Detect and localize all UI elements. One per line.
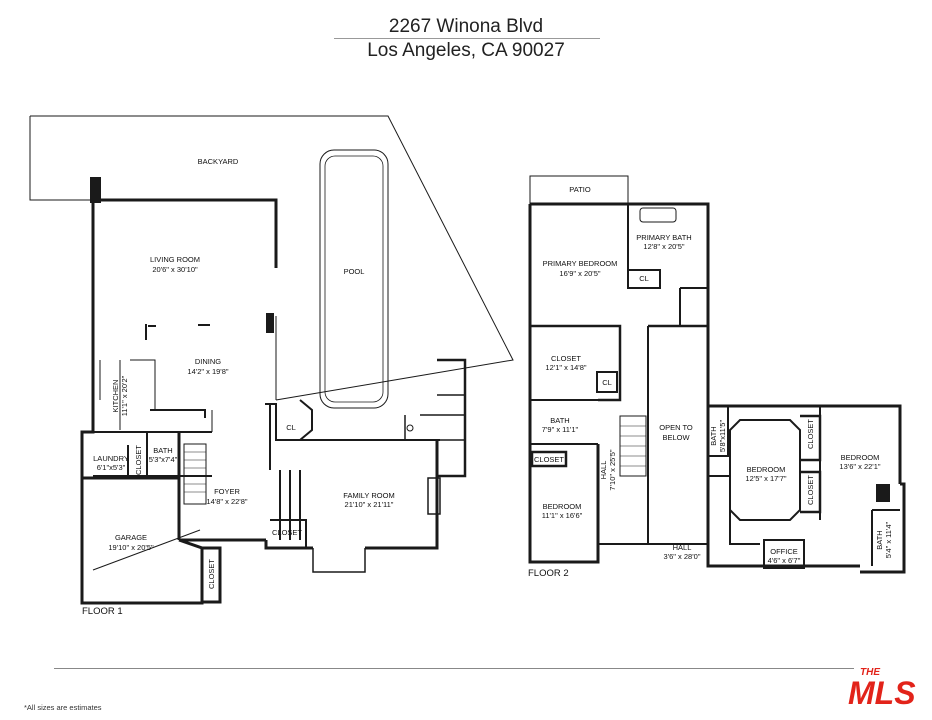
room-office-name: OFFICE <box>770 547 798 556</box>
room-living-dims: 20'6" x 30'10" <box>152 265 198 274</box>
room-cl2b-name: CL <box>602 378 612 387</box>
room-open-below-text: BELOW <box>662 433 690 442</box>
room-primary-bedroom-name: PRIMARY BEDROOM <box>543 259 618 268</box>
room-bath2-name: BATH <box>550 416 569 425</box>
floor2-label: FLOOR 2 <box>528 568 569 579</box>
room-hall2v-dims: 7'10" x 25'5" <box>608 449 617 490</box>
room-bath2b-dims: 5'8"x11'5" <box>718 420 727 453</box>
room-dining-dims: 14'2" x 19'8" <box>187 367 228 376</box>
room-bedroom2a-dims: 11'1" x 16'6" <box>542 511 583 520</box>
room-closet2-name: CLOSET <box>551 354 581 363</box>
address-line2: Los Angeles, CA 90027 <box>367 40 565 61</box>
room-closet2s-name: CLOSET <box>534 455 564 464</box>
room-closet2d-name: CLOSET <box>806 419 815 449</box>
room-dining-name: DINING <box>195 357 221 366</box>
room-bath1-name: BATH <box>153 446 172 455</box>
room-primary-bath-name: PRIMARY BATH <box>636 233 691 242</box>
room-hall2v-name: HALL <box>599 461 608 480</box>
room-cl1-name: CL <box>286 423 296 432</box>
room-bath2b-name: BATH <box>709 426 718 445</box>
room-laundry-dims: 6'1"x5'3" <box>97 463 126 472</box>
logo-mls: MLS <box>848 675 916 708</box>
room-foyer-name: FOYER <box>214 487 240 496</box>
room-garage-name: GARAGE <box>115 533 147 542</box>
room-closet2-dims: 12'1" x 14'8" <box>545 363 586 372</box>
room-foyer-dims: 14'8" x 22'8" <box>206 497 247 506</box>
room-cl2a-name: CL <box>639 274 649 283</box>
estimate-note: *All sizes are estimates <box>24 703 102 712</box>
room-closet2e-name: CLOSET <box>806 475 815 505</box>
room-living-name: LIVING ROOM <box>150 255 200 264</box>
room-backyard-name: BACKYARD <box>198 157 239 166</box>
room-garage-dims: 19'10" x 20'5" <box>108 543 154 552</box>
room-patio-name: PATIO <box>569 185 591 194</box>
room-primary-bedroom-dims: 16'9" x 20'5" <box>559 269 600 278</box>
room-hall2h-dims: 3'6" x 28'0" <box>664 552 701 561</box>
room-family-dims: 21'10" x 21'11" <box>345 500 394 509</box>
room-bath2c-dims: 5'4" x 11'4" <box>884 521 893 558</box>
room-hall2h-name: HALL <box>673 543 692 552</box>
room-bedroom2c-name: BEDROOM <box>841 453 880 462</box>
room-office-dims: 4'6" x 6'7" <box>768 556 801 565</box>
room-bedroom2b-dims: 12'5" x 17'7" <box>745 474 786 483</box>
room-kitchen-name: KITCHEN <box>111 380 120 413</box>
room-bath2c-name: BATH <box>875 530 884 549</box>
room-closet1b-name: CLOSET <box>272 528 302 537</box>
footer-divider <box>54 668 854 669</box>
room-pool-name: POOL <box>344 267 365 276</box>
title-divider <box>334 38 600 39</box>
room-primary-bath-dims: 12'8" x 20'5" <box>643 242 684 251</box>
mls-logo-icon: THE MLS <box>848 667 916 708</box>
room-bath2-dims: 7'9" x 11'1" <box>542 425 579 434</box>
room-bath1-dims: 5'3"x7'4" <box>149 455 178 464</box>
room-family-name: FAMILY ROOM <box>343 491 394 500</box>
address-line1: 2267 Winona Blvd <box>388 16 544 37</box>
room-laundry-name: LAUNDRY <box>93 454 129 463</box>
logo-the: THE <box>860 667 880 678</box>
room-closet1a-name: CLOSET <box>134 445 143 475</box>
room-closet1c-name: CLOSET <box>207 559 216 589</box>
room-kitchen-dims: 11'1" x 20'2" <box>120 375 129 416</box>
room-bedroom2a-name: BEDROOM <box>543 502 582 511</box>
floor1-label: FLOOR 1 <box>82 606 123 617</box>
room-open-to-name: OPEN TO <box>659 423 693 432</box>
room-bedroom2b-name: BEDROOM <box>747 465 786 474</box>
room-bedroom2c-dims: 13'6" x 22'1" <box>839 462 880 471</box>
